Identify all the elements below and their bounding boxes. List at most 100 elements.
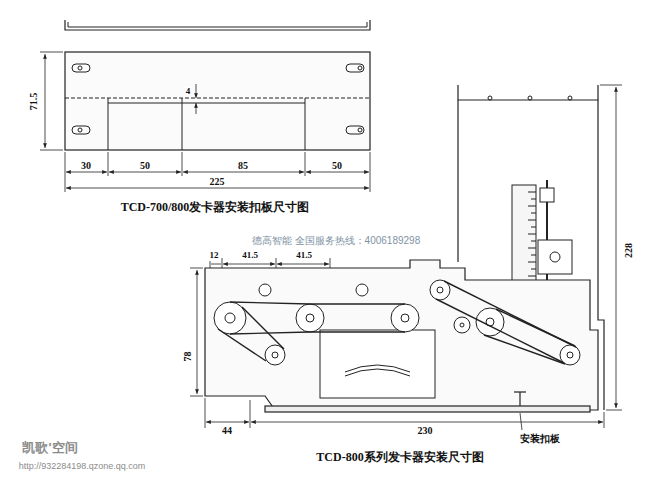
dimension-line bbox=[108, 152, 109, 176]
pulley bbox=[567, 352, 573, 358]
keyhole-slot bbox=[358, 66, 362, 70]
card-dispenser-body bbox=[320, 330, 435, 398]
card-stacker bbox=[538, 240, 572, 274]
dimension-line bbox=[66, 188, 369, 189]
drive-belt bbox=[310, 303, 405, 304]
dimension-line bbox=[616, 87, 617, 408]
dimension-line bbox=[190, 268, 203, 269]
pulley bbox=[476, 308, 504, 336]
drive-belt bbox=[230, 332, 310, 334]
dimension-line bbox=[276, 258, 277, 268]
dimension-line bbox=[370, 152, 371, 192]
card-stacker bbox=[458, 85, 598, 100]
pulley bbox=[225, 313, 235, 323]
watermark: 德高智能 全国服务热线：4006189298 bbox=[251, 235, 421, 246]
plate-side-view bbox=[65, 20, 370, 30]
dimension-line bbox=[222, 258, 223, 268]
pulley bbox=[296, 304, 324, 332]
dimension-line bbox=[600, 85, 622, 86]
keyhole-slot bbox=[72, 64, 90, 72]
dimension-line bbox=[65, 152, 66, 192]
pulley bbox=[401, 314, 409, 322]
pulley bbox=[437, 287, 443, 293]
mounting-bracket bbox=[265, 406, 590, 412]
dimension-line bbox=[330, 258, 331, 268]
card-stacker bbox=[550, 252, 560, 262]
pulley bbox=[259, 284, 271, 296]
dimension-text: 30 bbox=[80, 160, 92, 171]
dimension-line bbox=[277, 264, 329, 265]
dimension-line bbox=[205, 398, 206, 428]
mounting-plate bbox=[108, 98, 109, 150]
dimension-text: 85 bbox=[237, 160, 249, 171]
mounting-plate bbox=[65, 52, 370, 150]
dimension-line bbox=[604, 412, 605, 428]
dimension-line bbox=[306, 172, 369, 173]
mounting-plate bbox=[182, 98, 183, 150]
pulley bbox=[306, 314, 314, 322]
part-label: 安装扣板 bbox=[519, 433, 561, 444]
dimension-line bbox=[66, 172, 107, 173]
plate-side-view bbox=[65, 20, 370, 30]
card-stacker bbox=[488, 96, 492, 100]
card-stacker bbox=[568, 96, 572, 100]
card-stacker bbox=[528, 96, 532, 100]
watermark: http://932284198.qzone.qq.com bbox=[18, 462, 147, 472]
keyhole-slot bbox=[78, 128, 82, 132]
keyhole-slot bbox=[358, 128, 362, 132]
dimension-text: 41.5 bbox=[295, 251, 313, 261]
drawing-caption: TCD-700/800发卡器安装扣板尺寸图 bbox=[120, 201, 311, 214]
watermark: 凯歌'空间 bbox=[21, 441, 78, 455]
dimension-text: 230 bbox=[417, 425, 434, 436]
keyhole-slot bbox=[72, 64, 364, 134]
dimension-text: 4 bbox=[185, 87, 192, 97]
dimension-text: 44 bbox=[221, 425, 233, 436]
keyhole-slot bbox=[78, 66, 82, 70]
dimension-line bbox=[223, 264, 275, 265]
pulley bbox=[214, 280, 580, 365]
mounting-plate bbox=[65, 52, 370, 150]
drive-belt bbox=[444, 281, 576, 347]
drive-belt bbox=[230, 302, 310, 304]
plate-side-view bbox=[68, 22, 367, 27]
pulley bbox=[356, 284, 368, 296]
drive-belt bbox=[484, 335, 565, 364]
dimension-line bbox=[305, 152, 306, 176]
dimension-line bbox=[206, 422, 249, 423]
pulley bbox=[391, 304, 419, 332]
card-stacker bbox=[512, 185, 536, 295]
mounting-bracket bbox=[519, 392, 520, 406]
drive-belt bbox=[310, 331, 405, 332]
pulley bbox=[454, 317, 470, 333]
card-dispenser-body bbox=[345, 369, 410, 376]
drive-belt bbox=[218, 329, 266, 361]
dimension-line bbox=[606, 410, 622, 411]
card-dispenser-body bbox=[205, 260, 598, 410]
dimension-line bbox=[40, 52, 370, 192]
drive-belt bbox=[496, 309, 575, 346]
card-stacker bbox=[598, 100, 604, 410]
dimension-line bbox=[196, 84, 197, 98]
dimension-line bbox=[197, 270, 198, 394]
pulley bbox=[265, 345, 285, 365]
drive-belt bbox=[242, 307, 284, 349]
mounting-plate bbox=[305, 98, 306, 150]
dimension-text: 225 bbox=[209, 176, 226, 187]
pulley bbox=[272, 352, 278, 358]
dimension-text: 50 bbox=[139, 160, 151, 171]
mounting-plate bbox=[108, 103, 305, 104]
dimension-line bbox=[40, 52, 63, 53]
dimension-line bbox=[109, 172, 181, 173]
mounting-bracket bbox=[520, 413, 522, 430]
dimension-line bbox=[182, 152, 183, 176]
drive-belt bbox=[218, 281, 576, 364]
dimension-line bbox=[40, 150, 63, 151]
dimension-text: 12 bbox=[209, 251, 220, 261]
dimension-line bbox=[211, 264, 221, 265]
drive-belt bbox=[436, 299, 564, 363]
dimension-line bbox=[250, 400, 251, 428]
dimension-line bbox=[45, 54, 46, 148]
card-stacker bbox=[540, 188, 554, 202]
dimension-text: 228 bbox=[623, 242, 634, 259]
